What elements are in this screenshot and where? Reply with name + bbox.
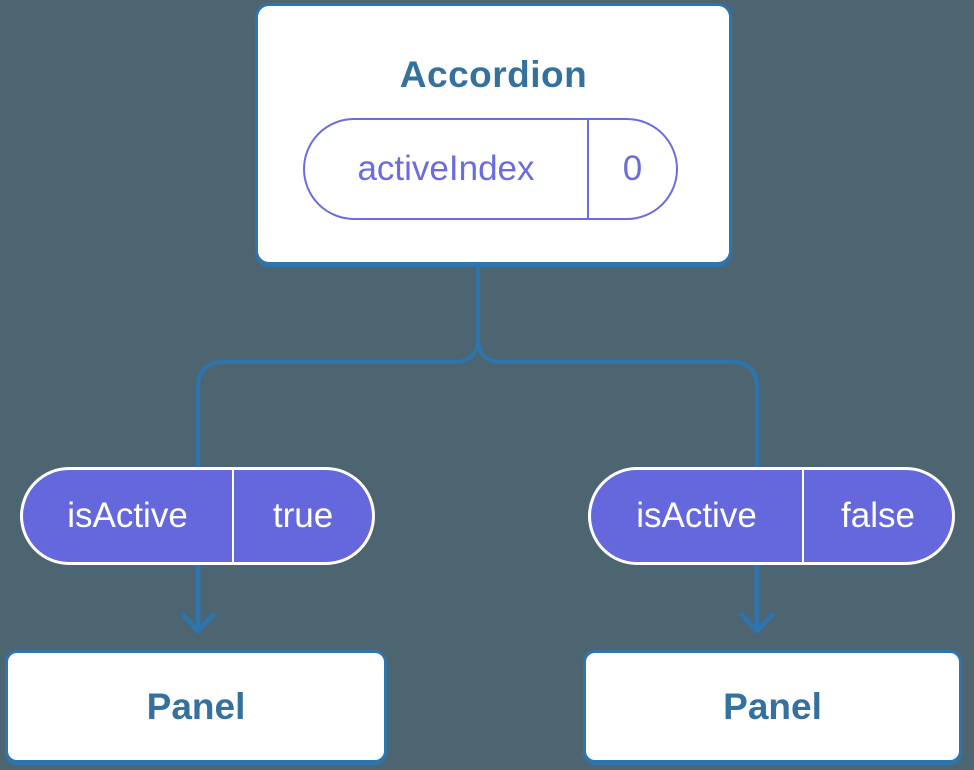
state-name: activeIndex [357,149,535,188]
prop-name: isActive [67,496,188,535]
connector-branch-right [476,262,759,467]
accordion-node: Accordion activeIndex 0 [255,3,732,265]
panel-node-right: Panel [583,650,962,763]
prop-value: false [802,470,952,562]
panel-node-label: Panel [723,685,822,727]
prop-name: isActive [636,496,757,535]
prop-pill-isactive-true: isActive true [20,467,375,565]
prop-pill-isactive-false: isActive false [588,467,955,565]
state-pill-activeindex: activeIndex 0 [303,118,678,220]
arrow-down-left-icon [180,565,216,634]
panel-node-left: Panel [5,650,387,763]
connector-branch-left [196,262,480,467]
arrow-down-right-icon [739,565,775,634]
prop-value: true [232,470,372,562]
accordion-node-title: Accordion [399,54,588,95]
state-value: 0 [587,120,676,218]
panel-node-label: Panel [146,685,246,727]
